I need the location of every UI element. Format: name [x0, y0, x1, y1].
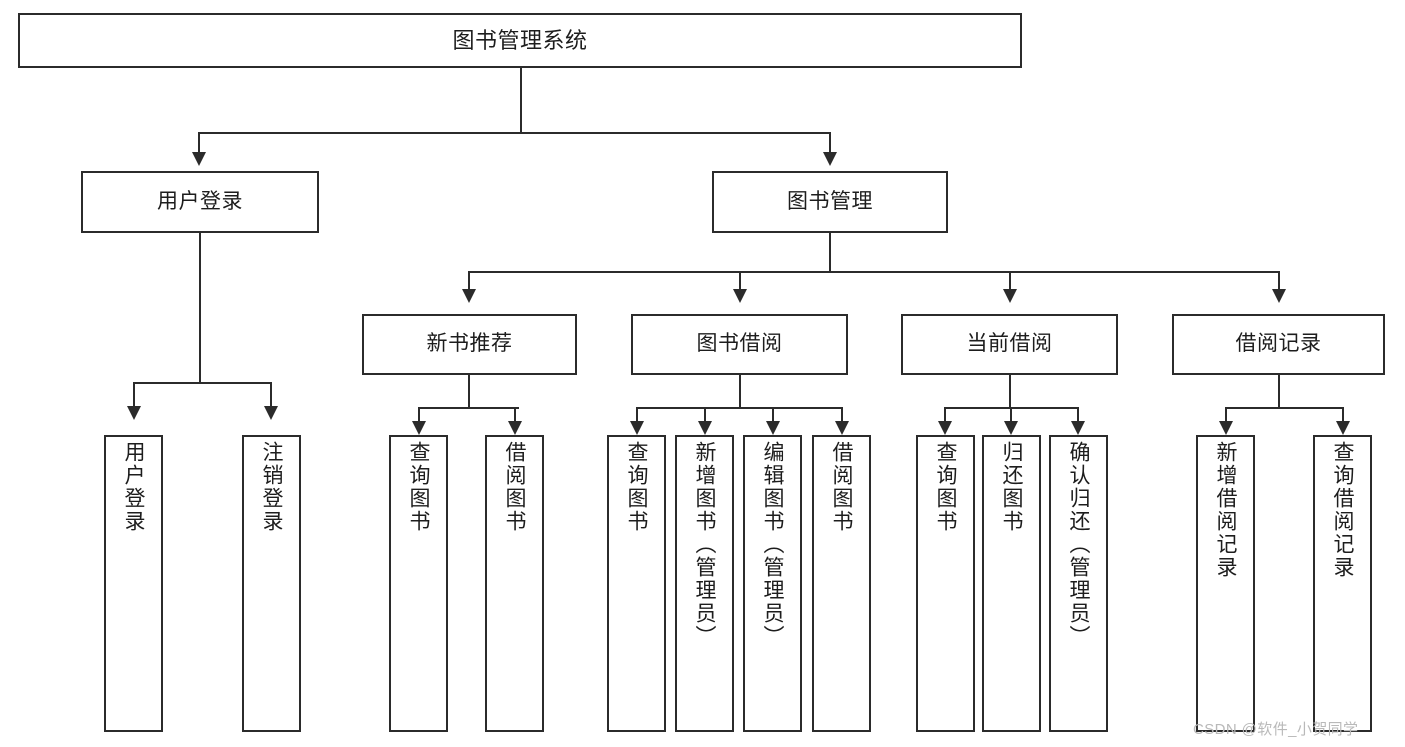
leaf-return-book[interactable]: 归还图书	[982, 435, 1041, 732]
node-book-management[interactable]: 图书管理	[712, 171, 948, 233]
connector-current-branch-1	[944, 407, 946, 423]
node-label: 借阅图书	[503, 441, 526, 533]
leaf-query-book-recommend[interactable]: 查询图书	[389, 435, 448, 732]
arrow-record-leaf-1	[1219, 421, 1233, 435]
connector-bookmgmt-branch-2	[739, 271, 741, 291]
connector-borrow-bus	[636, 407, 843, 409]
node-label: 查询借阅记录	[1331, 441, 1354, 579]
node-label: 用户登录	[157, 189, 243, 213]
node-label: 新书推荐	[426, 332, 513, 356]
node-label: 当前借阅	[966, 332, 1053, 356]
arrow-login-leaf-2	[264, 406, 278, 420]
leaf-borrow-book-recommend[interactable]: 借阅图书	[485, 435, 544, 732]
node-label: 图书管理系统	[452, 27, 588, 53]
connector-borrow-branch-4	[841, 407, 843, 423]
connector-borrow-branch-1	[636, 407, 638, 423]
node-label: 用户登录	[122, 441, 145, 533]
connector-record-bus	[1225, 407, 1343, 409]
arrow-current-leaf-1	[938, 421, 952, 435]
arrow-current-leaf-2	[1004, 421, 1018, 435]
connector-borrow-branch-3	[772, 407, 774, 423]
leaf-edit-book-admin[interactable]: 编辑图书（管理员）	[743, 435, 802, 732]
node-label: 查询图书	[407, 441, 430, 533]
arrow-borrow-leaf-3	[766, 421, 780, 435]
node-book-borrow[interactable]: 图书借阅	[631, 314, 848, 375]
arrow-root-to-login	[192, 152, 206, 166]
node-label: 新增借阅记录	[1214, 441, 1237, 579]
connector-bookmgmt-branch-4	[1278, 271, 1280, 291]
connector-login-branch-1	[133, 382, 135, 408]
leaf-borrow-book[interactable]: 借阅图书	[812, 435, 871, 732]
leaf-confirm-return-admin[interactable]: 确认归还（管理员）	[1049, 435, 1108, 732]
connector-bookmgmt-stem	[829, 233, 831, 272]
arrow-newbook-leaf-1	[412, 421, 426, 435]
arrow-bookmgmt-to-record	[1272, 289, 1286, 303]
connector-login-stem	[199, 233, 201, 383]
arrow-login-leaf-1	[127, 406, 141, 420]
connector-root-to-bookmgmt	[829, 132, 831, 154]
node-root-book-management-system[interactable]: 图书管理系统	[18, 13, 1022, 68]
arrow-bookmgmt-to-borrow	[733, 289, 747, 303]
connector-record-stem	[1278, 375, 1280, 408]
leaf-logout[interactable]: 注销登录	[242, 435, 301, 732]
node-label: 图书管理	[787, 189, 873, 213]
arrow-root-to-bookmgmt	[823, 152, 837, 166]
node-label: 新增图书（管理员）	[693, 441, 716, 648]
connector-newbook-branch-2	[514, 407, 516, 423]
node-user-login[interactable]: 用户登录	[81, 171, 319, 233]
node-borrow-record[interactable]: 借阅记录	[1172, 314, 1385, 375]
node-label: 图书借阅	[696, 332, 783, 356]
node-label: 编辑图书（管理员）	[761, 441, 784, 648]
connector-bookmgmt-branch-3	[1009, 271, 1011, 291]
connector-root-stem	[520, 68, 522, 133]
arrow-newbook-leaf-2	[508, 421, 522, 435]
leaf-query-borrow-record[interactable]: 查询借阅记录	[1313, 435, 1372, 732]
connector-newbook-stem	[468, 375, 470, 408]
leaf-add-book-admin[interactable]: 新增图书（管理员）	[675, 435, 734, 732]
leaf-query-book-borrow[interactable]: 查询图书	[607, 435, 666, 732]
node-label: 借阅图书	[830, 441, 853, 533]
connector-login-branch-2	[270, 382, 272, 408]
arrow-borrow-leaf-4	[835, 421, 849, 435]
connector-borrow-stem	[739, 375, 741, 408]
node-label: 归还图书	[1000, 441, 1023, 533]
node-label: 借阅记录	[1235, 332, 1322, 356]
csdn-watermark: CSDN @软件_小贺同学	[1193, 721, 1359, 738]
connector-record-branch-1	[1225, 407, 1227, 423]
connector-bookmgmt-branch-1	[468, 271, 470, 291]
arrow-borrow-leaf-1	[630, 421, 644, 435]
connector-login-bus	[133, 382, 270, 384]
leaf-add-borrow-record[interactable]: 新增借阅记录	[1196, 435, 1255, 732]
connector-newbook-branch-1	[418, 407, 420, 423]
connector-current-stem	[1009, 375, 1011, 408]
arrow-borrow-leaf-2	[698, 421, 712, 435]
node-label: 注销登录	[260, 441, 283, 533]
connector-record-branch-2	[1342, 407, 1344, 423]
node-label: 确认归还（管理员）	[1067, 441, 1090, 648]
arrow-current-leaf-3	[1071, 421, 1085, 435]
connector-root-to-login	[198, 132, 200, 154]
arrow-record-leaf-2	[1336, 421, 1350, 435]
connector-borrow-branch-2	[704, 407, 706, 423]
node-new-book-recommend[interactable]: 新书推荐	[362, 314, 577, 375]
connector-root-bus	[198, 132, 831, 134]
connector-bookmgmt-bus	[468, 271, 1279, 273]
arrow-bookmgmt-to-current	[1003, 289, 1017, 303]
node-label: 查询图书	[934, 441, 957, 533]
node-label: 查询图书	[625, 441, 648, 533]
connector-current-branch-2	[1010, 407, 1012, 423]
leaf-query-book-current[interactable]: 查询图书	[916, 435, 975, 732]
node-current-borrow[interactable]: 当前借阅	[901, 314, 1118, 375]
arrow-bookmgmt-to-newbook	[462, 289, 476, 303]
connector-newbook-bus	[418, 407, 519, 409]
leaf-user-login[interactable]: 用户登录	[104, 435, 163, 732]
connector-current-branch-3	[1077, 407, 1079, 423]
